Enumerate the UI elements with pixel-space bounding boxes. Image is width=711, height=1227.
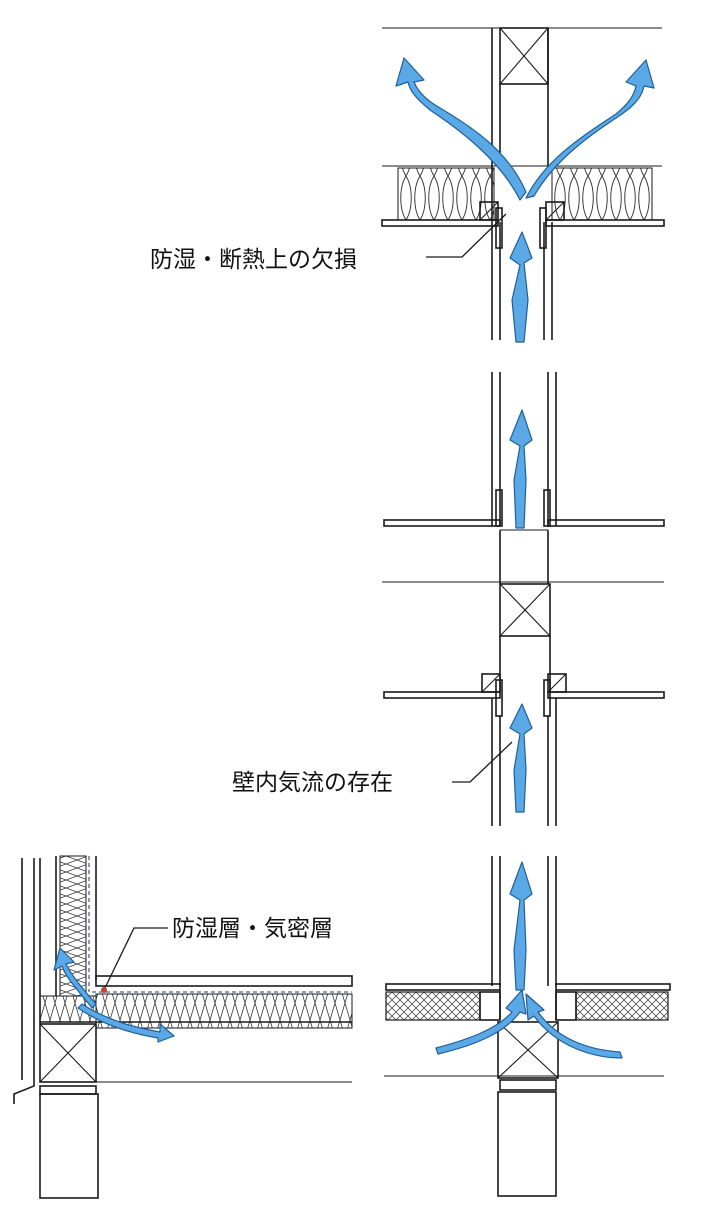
- defect-leader: [426, 213, 507, 258]
- airflow-arrow-icon: [509, 409, 533, 529]
- airflow-arrow-icon: [509, 861, 533, 991]
- label-wall-airflow: 壁内気流の存在: [232, 770, 393, 796]
- airflow-arrow-icon: [525, 993, 623, 1059]
- airflow-arrow-icon: [435, 989, 527, 1055]
- ceiling-stop-left: [481, 673, 503, 717]
- airflow-arrow-icon: [509, 703, 533, 813]
- panel-wall-airflow: [382, 372, 665, 826]
- label-vapor-barrier: 防湿層・気密層: [172, 916, 333, 942]
- cross-box-icon: [39, 1023, 97, 1083]
- airflow-arrow-icon: [395, 57, 527, 201]
- ceiling-stop-left: [479, 201, 503, 249]
- panel-ceiling-defect: [381, 27, 665, 340]
- panel-floor-right: [384, 856, 671, 1197]
- cross-box-icon: [499, 27, 549, 85]
- airflow-arrow-icon: [509, 231, 533, 343]
- label-defect: 防湿・断熱上の欠損: [150, 247, 357, 273]
- insulation-left: [397, 167, 495, 221]
- cross-box-icon: [499, 583, 551, 637]
- airflow-arrows: [53, 57, 655, 1059]
- airflow-arrow-icon: [525, 59, 655, 199]
- insulation-right: [551, 167, 653, 221]
- ceiling-stop-right: [539, 201, 565, 249]
- airflow-arrow-icon: [53, 947, 97, 1009]
- panel-floor-left: [13, 855, 353, 1199]
- vapor-barrier-leader: [103, 927, 168, 991]
- wall-airflow-leader: [452, 741, 513, 783]
- airflow-arrow-icon: [77, 1003, 175, 1043]
- ceiling-stop-right: [543, 673, 567, 717]
